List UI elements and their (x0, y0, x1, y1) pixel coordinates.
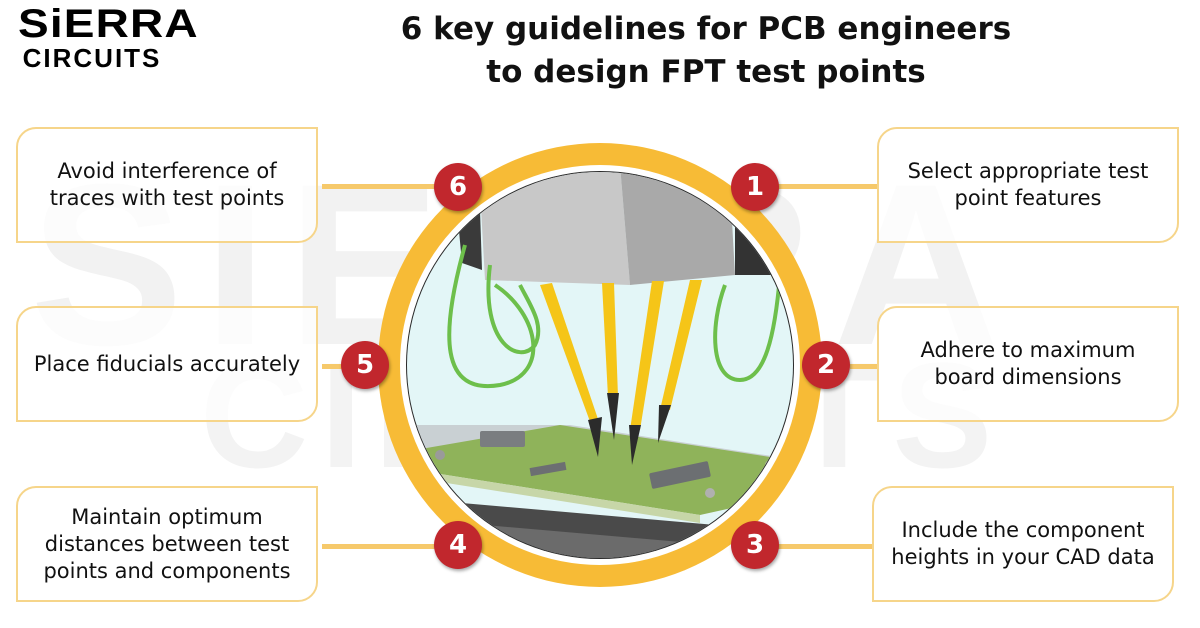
probe-2-tip (607, 393, 619, 440)
connector-4 (322, 544, 442, 549)
guideline-card-3: Include the component heights in your CA… (872, 486, 1174, 602)
probe-1-tip (588, 417, 602, 457)
badge-1: 1 (731, 163, 779, 211)
guideline-text-1: Select appropriate test point features (907, 159, 1149, 210)
guideline-card-2: Adhere to maximum board dimensions (877, 306, 1179, 422)
guideline-card-1: Select appropriate test point features (877, 127, 1179, 243)
guideline-text-2: Adhere to maximum board dimensions (920, 338, 1136, 389)
wire-right (713, 274, 782, 383)
fiducial-1 (435, 450, 445, 460)
probe-3 (630, 281, 664, 430)
logo-line-2: CIRCUITS (22, 43, 162, 73)
probe-2 (602, 283, 618, 397)
flying-probe-illustration (378, 143, 822, 587)
title-line-2: to design FPT test points (486, 54, 926, 90)
probe-4-tip (658, 405, 671, 443)
guideline-card-4: Maintain optimum distances between test … (16, 486, 318, 602)
probe-3-tip (629, 425, 641, 465)
chip-3 (649, 461, 711, 489)
connector-6 (322, 184, 442, 189)
badge-4: 4 (434, 521, 482, 569)
probe-head-left (480, 172, 630, 285)
title-line-1: 6 key guidelines for PCB engineers (400, 11, 1012, 47)
chip-2 (529, 461, 567, 477)
connector-3 (760, 544, 872, 549)
badge-2: 2 (802, 341, 850, 389)
logo-line-1: SiERRA (18, 2, 200, 46)
guideline-card-5: Place fiducials accurately (16, 306, 318, 422)
sierra-circuits-logo: SiERRA CIRCUITS (12, 4, 212, 72)
guideline-text-4: Maintain optimum distances between test … (43, 504, 291, 583)
wire-left-1 (447, 244, 536, 389)
pcb-edge (415, 470, 700, 523)
probe-1 (540, 283, 600, 427)
probe-4 (660, 280, 702, 410)
guideline-card-6: Avoid interference of traces with test p… (16, 127, 318, 243)
connector-1 (760, 184, 878, 189)
chip-1 (480, 431, 525, 447)
connector-2 (850, 364, 878, 369)
badge-5: 5 (341, 341, 389, 389)
badge-6: 6 (434, 163, 482, 211)
guideline-text-3: Include the component heights in your CA… (891, 518, 1155, 569)
page-title: 6 key guidelines for PCB engineers to de… (340, 8, 1072, 94)
fiducial-2 (705, 488, 715, 498)
wire-left-2 (486, 264, 541, 355)
badge-3: 3 (731, 521, 779, 569)
guideline-text-6: Avoid interference of traces with test p… (49, 159, 285, 210)
guideline-text-5: Place fiducials accurately (33, 351, 301, 376)
connector-5 (322, 364, 350, 369)
pcb-board (415, 425, 790, 515)
